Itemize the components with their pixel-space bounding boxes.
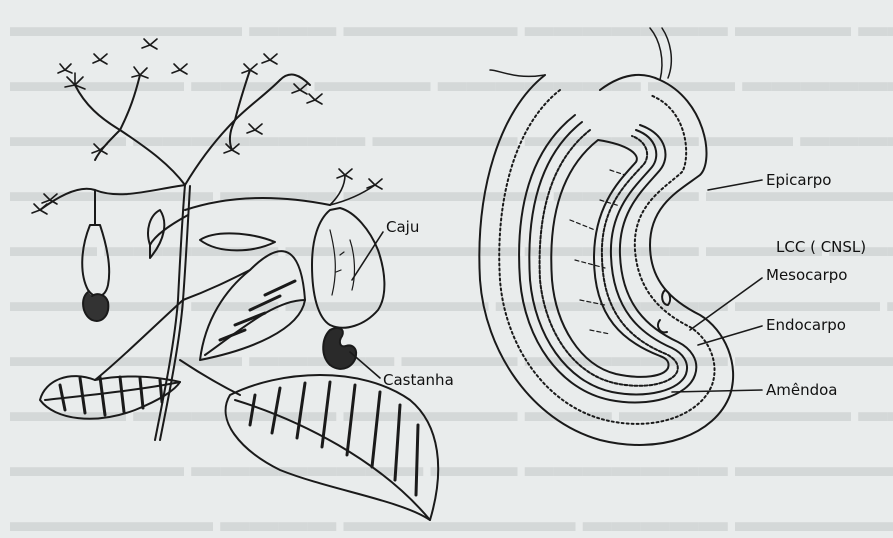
small-cashew-fruit xyxy=(82,225,109,321)
cashew-nut xyxy=(323,328,356,369)
nut-cross-section xyxy=(479,28,733,445)
leader-amendoa xyxy=(672,390,762,392)
cashew-apple xyxy=(312,208,384,328)
leaves xyxy=(40,210,438,520)
label-lcc: LCC ( CNSL) xyxy=(776,238,866,256)
label-caju: Caju xyxy=(386,218,419,236)
leader-caju xyxy=(352,232,383,280)
leader-epicarpo xyxy=(708,180,762,190)
leader-endocarpo xyxy=(698,326,762,345)
leader-castanha xyxy=(350,352,380,378)
flower-clusters xyxy=(32,39,382,214)
label-mesocarpo: Mesocarpo xyxy=(766,266,847,284)
label-castanha: Castanha xyxy=(383,371,454,389)
leader-mesocarpo xyxy=(690,278,762,330)
label-epicarpo: Epicarpo xyxy=(766,171,831,189)
label-endocarpo: Endocarpo xyxy=(766,316,846,334)
label-amendoa: Amêndoa xyxy=(766,381,838,399)
